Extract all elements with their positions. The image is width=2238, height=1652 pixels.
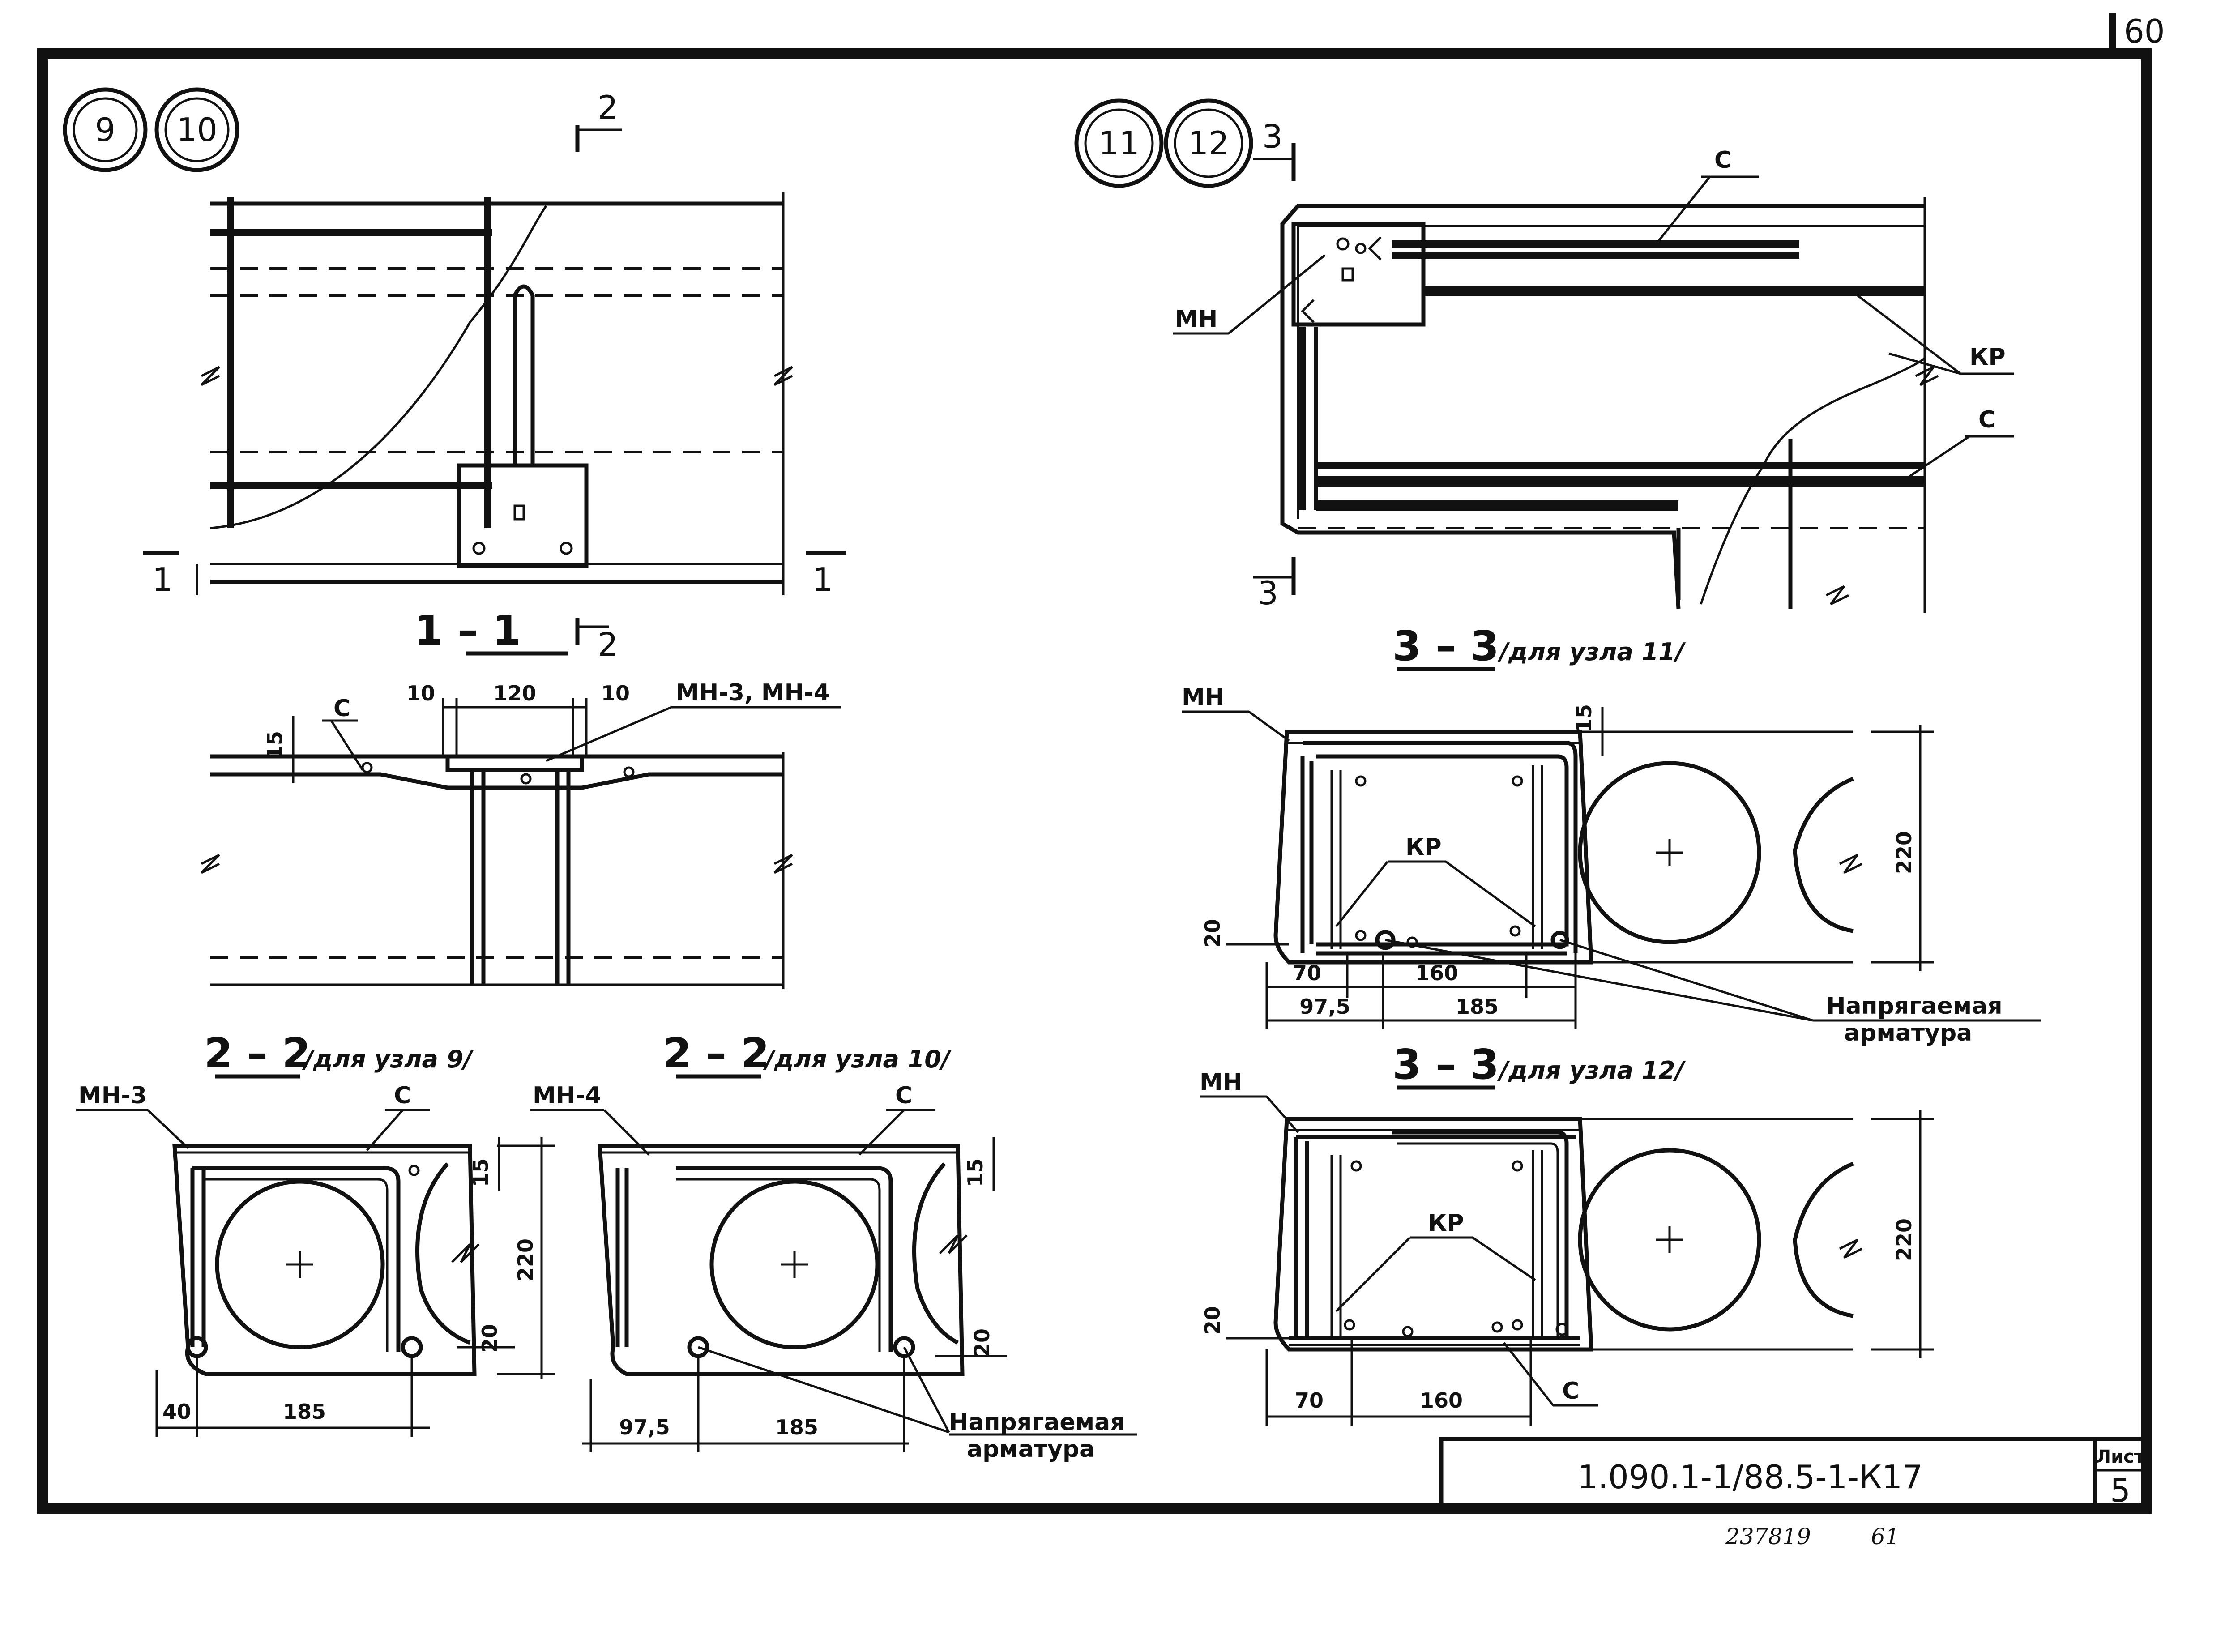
sheet-frame: 60: [37, 13, 2165, 1514]
label-mn4: МН-4: [533, 1082, 601, 1109]
cross-section-node11: 70 160 97,5 185 220 15 20 МН КР Напрягае…: [1182, 684, 2041, 1046]
dim-15-node9: 15: [469, 1158, 493, 1187]
label-kr-node11: КР: [1405, 834, 1442, 861]
dim-220-node11: 220: [1892, 831, 1916, 874]
dim-185-node11: 185: [1456, 995, 1499, 1019]
dim-185-node10: 185: [775, 1415, 818, 1439]
cut-1-left: 1: [152, 561, 173, 598]
node-markers-11-12: 11 12: [1074, 98, 1253, 188]
title-block-sheet-label: Лист: [2096, 1447, 2145, 1467]
section-1-1-title: 1 – 1: [414, 606, 521, 654]
section-2-2-node10-note: /для узла 10/: [763, 1045, 952, 1073]
node-12-label: 12: [1188, 124, 1229, 162]
label-c-long: С: [333, 695, 350, 722]
section-3-3-node12-title: 3 – 3: [1392, 1041, 1499, 1089]
dim-20-node10: 20: [970, 1328, 994, 1357]
section-3-3-node11-title: 3 – 3: [1392, 622, 1499, 670]
dim-120: 120: [493, 681, 536, 705]
dim-220-node9: 220: [513, 1238, 538, 1281]
section-2-2-node9-note: /для узла 9/: [302, 1045, 474, 1073]
label-c-node10: С: [895, 1082, 912, 1109]
dim-15-node11: 15: [1572, 704, 1596, 733]
label-kr-node12: КР: [1428, 1210, 1464, 1237]
dim-20-node11: 20: [1200, 919, 1225, 948]
dim-15-node10: 15: [963, 1158, 987, 1187]
cross-section-node9: 40 185 220 15 20 МН-3 С: [76, 1082, 555, 1437]
section-2-2-node10-title: 2 – 2: [663, 1029, 769, 1077]
longitudinal-view-node11: 3 3 С МН КР: [1173, 118, 2014, 613]
section-longitudinal-view: 10 120 10 15 С МН-3, МН-4: [201, 679, 841, 989]
sheet-corner-number: 60: [2124, 13, 2165, 50]
dim-220-node12: 220: [1892, 1218, 1916, 1261]
dim-20-node12: 20: [1200, 1306, 1225, 1335]
footer-stamp: 237819: [1725, 1524, 1811, 1550]
label-prestressed-node11-line2: арматура: [1844, 1020, 1972, 1046]
label-prestressed-line2: арматура: [967, 1436, 1095, 1463]
title-block-sheet-number: 5: [2110, 1472, 2131, 1509]
label-mn34: МН-3, МН-4: [676, 679, 830, 706]
dim-20-node9: 20: [478, 1324, 502, 1353]
footer-page: 61: [1871, 1524, 1900, 1550]
label-c-node12: С: [1562, 1378, 1579, 1404]
label-prestressed-line1: Напрягаемая: [949, 1409, 1125, 1436]
dim-10-right: 10: [601, 681, 630, 705]
cut-2-bottom: 2: [598, 626, 618, 663]
node-9-label: 9: [95, 111, 115, 149]
dim-160-node11: 160: [1415, 961, 1458, 985]
cut-3-top: 3: [1262, 118, 1283, 155]
node-11-label: 11: [1098, 124, 1140, 162]
section-2-2-node9-title: 2 – 2: [204, 1029, 311, 1077]
title-block-designation: 1.090.1-1/88.5-1-К17: [1577, 1458, 1923, 1496]
label-mn-node11: МН: [1182, 684, 1224, 711]
title-block: 1.090.1-1/88.5-1-К17 Лист 5: [1439, 1437, 2148, 1511]
label-c-top-right: С: [1714, 147, 1731, 174]
cut-3-bottom: 3: [1258, 574, 1278, 612]
dim-97-5-node10: 97,5: [619, 1415, 670, 1439]
dim-70-node11: 70: [1293, 961, 1321, 985]
label-c-mid-right: С: [1978, 406, 1995, 433]
dim-70-node12: 70: [1295, 1388, 1324, 1413]
cross-section-node10: 97,5 185 15 20 МН-4 С Напрягаемая армату…: [530, 1082, 1137, 1463]
section-3-3-node11-note: /для узла 11/: [1497, 638, 1686, 666]
node-markers-9-10: 9 10: [63, 87, 239, 172]
label-kr-top-right: КР: [1969, 344, 2006, 371]
label-c-node9: С: [394, 1082, 411, 1109]
label-mn3: МН-3: [78, 1082, 147, 1109]
dim-40-node9: 40: [162, 1400, 191, 1424]
cut-2-top: 2: [598, 89, 618, 126]
dim-185-node9: 185: [283, 1400, 326, 1424]
node-10-label: 10: [176, 111, 218, 149]
cut-1-right: 1: [812, 561, 833, 598]
dim-160-node12: 160: [1420, 1388, 1463, 1413]
plan-1-1-view: 1 1 2 2: [143, 89, 846, 663]
dim-97-5-node11: 97,5: [1299, 995, 1350, 1019]
dim-15-long: 15: [263, 731, 287, 760]
label-prestressed-node11-line1: Напрягаемая: [1826, 993, 2003, 1020]
label-mn-top-right: МН: [1175, 306, 1217, 333]
cross-section-node12: 70 160 220 20 МН КР С: [1200, 1069, 1934, 1426]
section-3-3-node12-note: /для узла 12/: [1497, 1056, 1686, 1084]
label-mn-node12: МН: [1200, 1069, 1242, 1096]
dim-10-left: 10: [406, 681, 435, 705]
